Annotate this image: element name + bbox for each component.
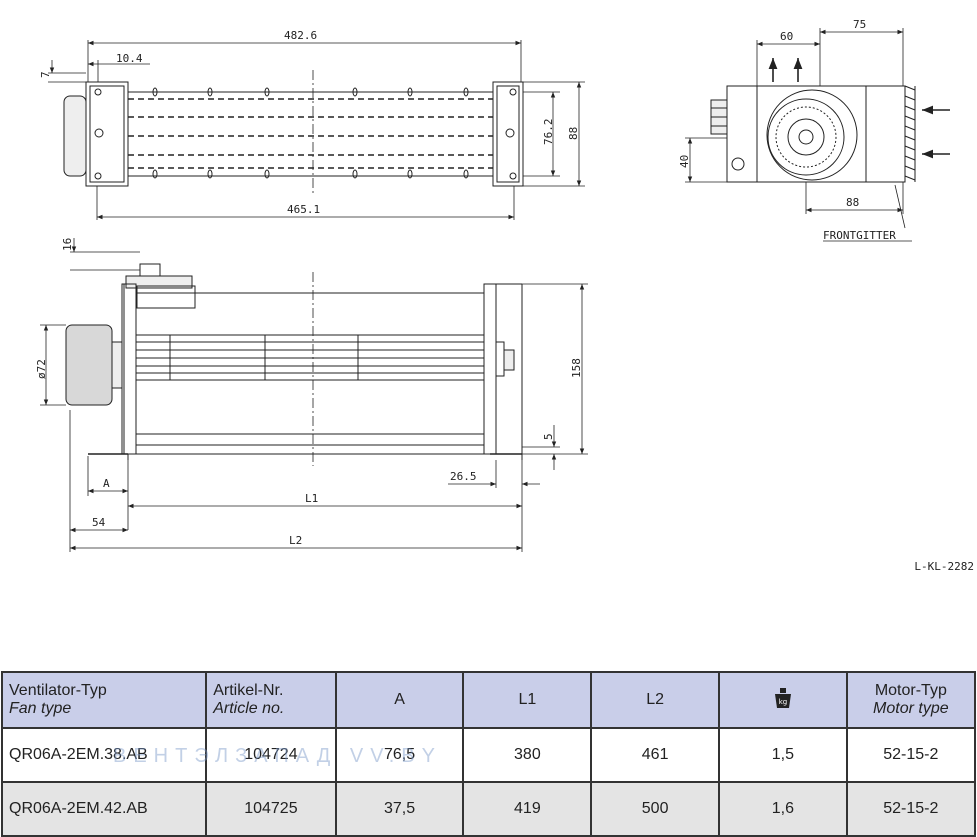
cell-motor: 52-15-2: [845, 781, 977, 837]
table-row: QR06A-2EM.42.AB 104725 37,5 419 500 1,6 …: [0, 781, 977, 837]
cell-l2: 500: [590, 781, 721, 837]
cell-fan-type: QR06A-2EM.38.AB: [0, 727, 208, 783]
cell-article: 104725: [205, 781, 337, 837]
dim-offset-left: 10.4: [116, 52, 143, 65]
drawing-reference: L-KL-2282: [914, 560, 974, 573]
dim-inner-length: 465.1: [287, 203, 320, 216]
cell-weight: 1,6: [718, 781, 848, 837]
cell-article: 104724: [205, 727, 337, 783]
dim-side-right: 75: [853, 18, 866, 31]
weight-icon: kg: [774, 687, 791, 708]
cell-a: 37,5: [334, 781, 465, 837]
spec-table: Ventilator-Typ Fan type Artikel-Nr. Arti…: [0, 671, 977, 837]
dim-5: 5: [542, 433, 555, 440]
dim-a-label: A: [103, 477, 110, 490]
dim-side-bottom: 88: [846, 196, 859, 209]
dim-side-top: 60: [780, 30, 793, 43]
dim-side-left: 40: [678, 155, 691, 168]
cell-l1: 419: [462, 781, 593, 837]
table-row: QR06A-2EM.38.AB 104724 76,5 380 461 1,5 …: [0, 727, 977, 783]
header-l1: L1: [462, 671, 593, 729]
dim-motor-diameter: ø72: [35, 359, 48, 379]
header-a: A: [334, 671, 465, 729]
label-front-grille: FRONTGITTER: [823, 229, 896, 242]
dim-54: 54: [92, 516, 106, 529]
dim-16: 16: [61, 238, 74, 251]
dim-total-length: 482.6: [284, 29, 317, 42]
dim-offset-top: 7: [39, 71, 52, 78]
cell-a: 76,5: [334, 727, 465, 783]
header-motor: Motor-Typ Motor type: [845, 671, 977, 729]
cell-fan-type: QR06A-2EM.42.AB: [0, 781, 208, 837]
header-weight: kg: [718, 671, 848, 729]
table-header-row: Ventilator-Typ Fan type Artikel-Nr. Arti…: [0, 671, 977, 729]
cell-motor: 52-15-2: [845, 727, 977, 783]
header-article: Artikel-Nr. Article no.: [205, 671, 337, 729]
dim-26-5: 26.5: [450, 470, 477, 483]
cell-l2: 461: [590, 727, 721, 783]
svg-text:kg: kg: [779, 698, 788, 706]
top-view: 482.6 10.4 7 465.1 76.2 88: [39, 29, 585, 220]
dim-outer-height: 88: [567, 127, 580, 140]
dim-l2-label: L2: [289, 534, 302, 547]
technical-drawing: 482.6 10.4 7 465.1 76.2 88: [35, 18, 950, 552]
watermark: ВЕНТЭЛЗАПАД VV.BY: [113, 745, 442, 767]
header-l2: L2: [590, 671, 721, 729]
cell-weight: 1,5: [718, 727, 848, 783]
cell-l1: 380: [462, 727, 593, 783]
dim-l1-label: L1: [305, 492, 318, 505]
front-view: 16 ø72 158 5 26.5 A L1 54 L2: [35, 238, 588, 552]
dim-height: 158: [570, 358, 583, 378]
dim-inner-height: 76.2: [542, 119, 555, 146]
header-fan-type: Ventilator-Typ Fan type: [0, 671, 208, 729]
side-view: 60 75 40 88 FRONTGITTER: [678, 18, 950, 242]
